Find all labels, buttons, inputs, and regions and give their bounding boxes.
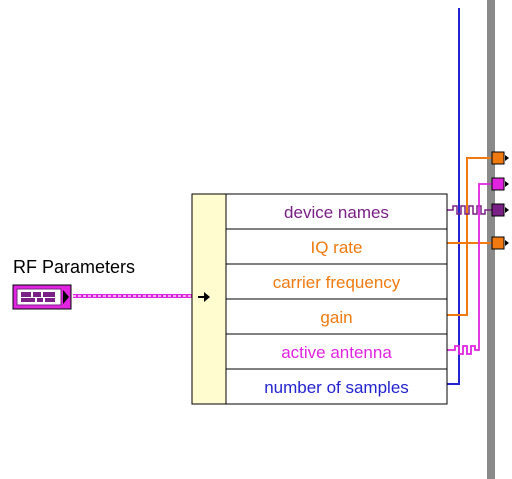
input-arrow-icon <box>204 292 210 302</box>
cluster-icon <box>21 292 55 302</box>
unbundle-element-label[interactable]: device names <box>284 203 389 222</box>
orange-terminal[interactable] <box>491 151 505 165</box>
orange-terminal[interactable] <box>491 236 505 250</box>
purple-terminal[interactable] <box>491 203 505 217</box>
blue-wire[interactable] <box>447 8 460 385</box>
unbundle-element-label[interactable]: carrier frequency <box>273 273 401 292</box>
output-arrow-icon <box>63 290 69 304</box>
purple-wire-device-names[interactable] <box>447 205 497 215</box>
unbundle-element-label[interactable]: active antenna <box>281 343 392 362</box>
terminal-arrow-icon <box>505 181 509 187</box>
unbundle-element-label[interactable]: number of samples <box>264 378 409 397</box>
cluster-control-terminal[interactable] <box>12 284 72 310</box>
unbundle-elements: device names IQ rate carrier frequency gain… <box>226 203 447 397</box>
terminal-arrow-icon <box>505 240 509 246</box>
orange-wire-gain[interactable] <box>447 157 497 316</box>
unbundle-element-label[interactable]: IQ rate <box>311 238 363 257</box>
structure-border <box>487 0 495 479</box>
unbundle-element-label[interactable]: gain <box>320 308 352 327</box>
magenta-wire-active-antenna[interactable] <box>447 183 497 355</box>
terminal-arrow-icon <box>505 155 509 161</box>
control-label: RF Parameters <box>13 257 135 277</box>
terminal-arrow-icon <box>505 207 509 213</box>
magenta-terminal[interactable] <box>491 177 505 191</box>
